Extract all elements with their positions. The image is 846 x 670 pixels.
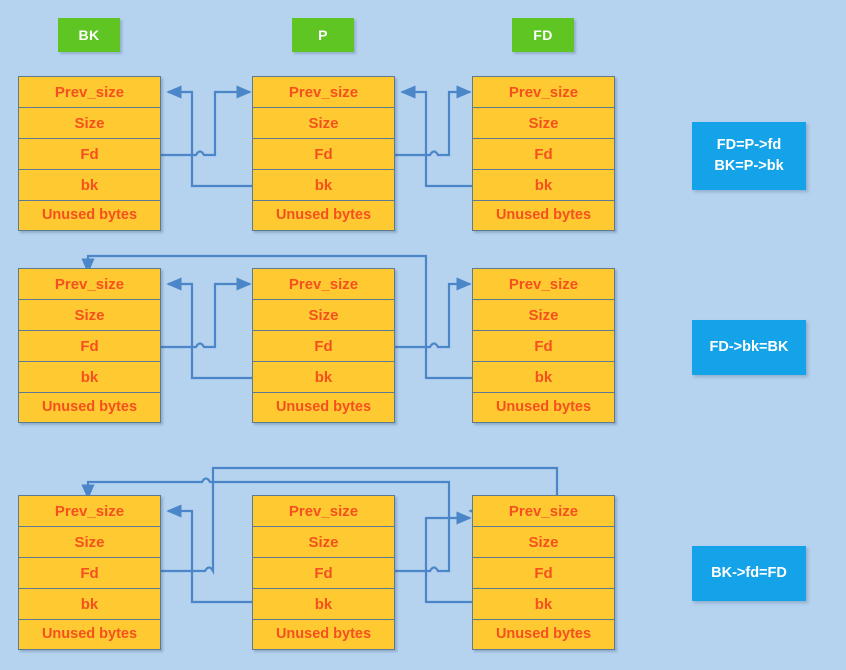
chunk-field-size: Size bbox=[18, 299, 161, 330]
chunk-field-fd: Fd bbox=[18, 330, 161, 361]
chunk-field-fd: Fd bbox=[252, 330, 395, 361]
chunk-field-fd: Fd bbox=[472, 330, 615, 361]
chunk-field-size: Size bbox=[472, 107, 615, 138]
chunk-row1-p: Prev_size Size Fd bk Unused bytes bbox=[252, 76, 395, 231]
pointer-label-bk: BK bbox=[58, 18, 120, 52]
chunk-field-bk: bk bbox=[472, 169, 615, 200]
chunk-field-size: Size bbox=[472, 299, 615, 330]
chunk-field-unused-bytes: Unused bytes bbox=[252, 619, 395, 650]
chunk-row1-fd: Prev_size Size Fd bk Unused bytes bbox=[472, 76, 615, 231]
chunk-field-unused-bytes: Unused bytes bbox=[472, 392, 615, 423]
chunk-field-unused-bytes: Unused bytes bbox=[252, 200, 395, 231]
chunk-row3-p: Prev_size Size Fd bk Unused bytes bbox=[252, 495, 395, 650]
chunk-row1-bk: Prev_size Size Fd bk Unused bytes bbox=[18, 76, 161, 231]
note-row3: BK->fd=FD bbox=[692, 546, 806, 601]
chunk-field-prev-size: Prev_size bbox=[252, 495, 395, 526]
chunk-row2-p: Prev_size Size Fd bk Unused bytes bbox=[252, 268, 395, 423]
pointer-label-text: P bbox=[318, 27, 328, 43]
chunk-field-size: Size bbox=[18, 107, 161, 138]
chunk-field-size: Size bbox=[252, 107, 395, 138]
chunk-field-prev-size: Prev_size bbox=[472, 495, 615, 526]
chunk-row2-fd: Prev_size Size Fd bk Unused bytes bbox=[472, 268, 615, 423]
chunk-field-bk: bk bbox=[252, 361, 395, 392]
chunk-field-size: Size bbox=[18, 526, 161, 557]
chunk-field-unused-bytes: Unused bytes bbox=[18, 392, 161, 423]
chunk-field-unused-bytes: Unused bytes bbox=[252, 392, 395, 423]
chunk-field-fd: Fd bbox=[252, 138, 395, 169]
pointer-label-text: BK bbox=[78, 27, 100, 43]
chunk-field-bk: bk bbox=[252, 588, 395, 619]
chunk-field-size: Size bbox=[252, 299, 395, 330]
chunk-field-unused-bytes: Unused bytes bbox=[472, 200, 615, 231]
chunk-field-bk: bk bbox=[18, 169, 161, 200]
note-line: FD=P->fd bbox=[716, 136, 782, 153]
note-line: BK=P->bk bbox=[714, 158, 784, 174]
chunk-field-unused-bytes: Unused bytes bbox=[18, 200, 161, 231]
chunk-field-prev-size: Prev_size bbox=[18, 76, 161, 107]
note-line: BK->fd=FD bbox=[711, 564, 787, 581]
chunk-field-prev-size: Prev_size bbox=[472, 76, 615, 107]
note-row2: FD->bk=BK bbox=[692, 320, 806, 375]
chunk-field-fd: Fd bbox=[252, 557, 395, 588]
chunk-field-prev-size: Prev_size bbox=[252, 268, 395, 299]
chunk-field-size: Size bbox=[252, 526, 395, 557]
chunk-field-bk: bk bbox=[252, 169, 395, 200]
pointer-label-fd: FD bbox=[512, 18, 574, 52]
chunk-field-prev-size: Prev_size bbox=[472, 268, 615, 299]
chunk-field-prev-size: Prev_size bbox=[252, 76, 395, 107]
chunk-field-fd: Fd bbox=[18, 557, 161, 588]
chunk-field-bk: bk bbox=[472, 361, 615, 392]
chunk-field-bk: bk bbox=[18, 588, 161, 619]
chunk-field-fd: Fd bbox=[18, 138, 161, 169]
chunk-field-size: Size bbox=[472, 526, 615, 557]
chunk-field-unused-bytes: Unused bytes bbox=[472, 619, 615, 650]
chunk-field-bk: bk bbox=[472, 588, 615, 619]
chunk-row3-bk: Prev_size Size Fd bk Unused bytes bbox=[18, 495, 161, 650]
pointer-label-p: P bbox=[292, 18, 354, 52]
chunk-field-unused-bytes: Unused bytes bbox=[18, 619, 161, 650]
chunk-field-prev-size: Prev_size bbox=[18, 268, 161, 299]
chunk-field-fd: Fd bbox=[472, 557, 615, 588]
chunk-field-bk: bk bbox=[18, 361, 161, 392]
chunk-row2-bk: Prev_size Size Fd bk Unused bytes bbox=[18, 268, 161, 423]
pointer-label-text: FD bbox=[533, 27, 553, 43]
chunk-field-fd: Fd bbox=[472, 138, 615, 169]
chunk-row3-fd: Prev_size Size Fd bk Unused bytes bbox=[472, 495, 615, 650]
note-row1: FD=P->fd BK=P->bk bbox=[692, 122, 806, 190]
note-line: FD->bk=BK bbox=[709, 338, 789, 355]
chunk-field-prev-size: Prev_size bbox=[18, 495, 161, 526]
